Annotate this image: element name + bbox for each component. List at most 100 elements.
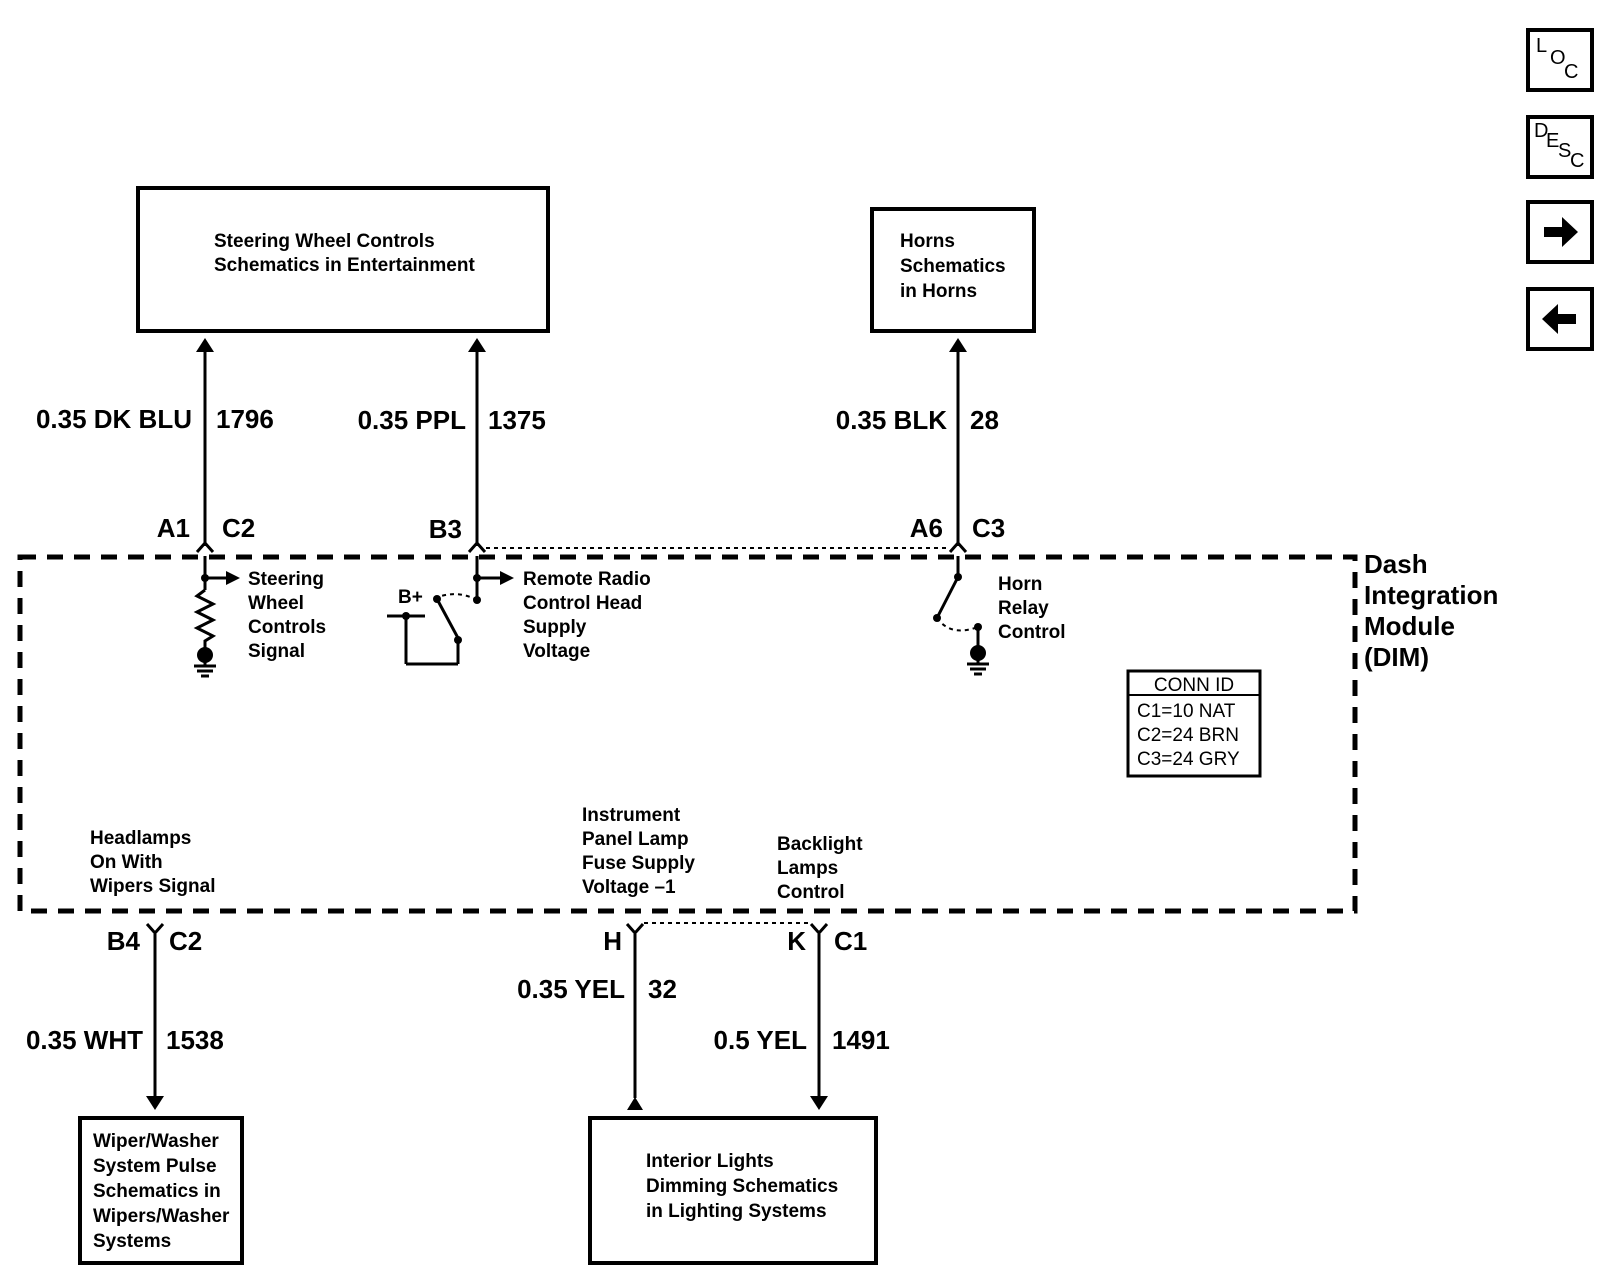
horns-box-line-2: Schematics xyxy=(900,256,1006,277)
connector-k-c1 xyxy=(809,923,829,936)
wire-1538-circuit: 1538 xyxy=(166,1025,224,1055)
backlight-line-1: Backlight xyxy=(777,834,863,855)
steering-box-line-2: Schematics in Entertainment xyxy=(214,255,475,276)
desc-letter-c: C xyxy=(1570,150,1585,172)
radio-line-4: Voltage xyxy=(523,641,590,662)
next-button[interactable] xyxy=(1526,200,1594,264)
dim-name-line-4: (DIM) xyxy=(1364,642,1429,672)
dim-module-outline xyxy=(17,554,1358,914)
wiper-box-line-4: Wipers/Washer xyxy=(93,1206,230,1227)
connector-h xyxy=(625,923,645,936)
dim-name-line-3: Module xyxy=(1364,611,1455,641)
wire-1796-circuit: 1796 xyxy=(216,404,274,434)
bplus-label: B+ xyxy=(398,587,423,608)
wire-1491[interactable] xyxy=(810,934,828,1110)
connector-a6-c3 xyxy=(948,540,968,553)
right-arrow-icon xyxy=(1544,217,1578,247)
wiper-washer-box[interactable]: Wiper/Washer System Pulse Schematics in … xyxy=(78,1116,244,1265)
desc-button[interactable]: D E S C xyxy=(1526,115,1594,179)
pin-h-label: H xyxy=(603,926,622,956)
horn-relay-circuit xyxy=(933,556,989,676)
wire-32-circuit: 32 xyxy=(648,974,677,1004)
pin-c2-bottom-label: C2 xyxy=(169,926,202,956)
steering-signal-line-3: Controls xyxy=(248,617,326,638)
backlight-line-3: Control xyxy=(777,882,845,903)
desc-letter-d: D xyxy=(1534,120,1549,142)
wire-1796-color: 0.35 DK BLU xyxy=(36,404,192,434)
horns-box-line-1: Horns xyxy=(900,231,955,252)
pin-c3-label: C3 xyxy=(972,513,1005,543)
pin-a6-label: A6 xyxy=(910,513,943,543)
wire-1796[interactable] xyxy=(196,338,214,546)
wiper-box-line-1: Wiper/Washer xyxy=(93,1131,219,1152)
connector-b3 xyxy=(467,540,487,553)
wire-32[interactable] xyxy=(627,934,643,1110)
loc-letter-o: O xyxy=(1550,47,1566,69)
wire-1375[interactable] xyxy=(468,338,486,546)
ip-lamp-line-3: Fuse Supply xyxy=(582,853,695,874)
wire-1538[interactable] xyxy=(146,934,164,1110)
backlight-line-2: Lamps xyxy=(777,858,838,879)
steering-signal-circuit xyxy=(193,556,240,678)
dim-name-line-2: Integration xyxy=(1364,580,1498,610)
connector-b4-c2 xyxy=(145,923,165,936)
wire-28-circuit: 28 xyxy=(970,405,999,435)
steering-signal-line-2: Wheel xyxy=(248,593,304,614)
horns-box-line-3: in Horns xyxy=(900,281,977,302)
radio-line-3: Supply xyxy=(523,617,587,638)
headlamps-line-3: Wipers Signal xyxy=(90,876,215,897)
interior-box-line-2: Dimming Schematics xyxy=(646,1176,838,1197)
wire-1491-color: 0.5 YEL xyxy=(714,1025,808,1055)
wire-32-color: 0.35 YEL xyxy=(517,974,625,1004)
radio-line-1: Remote Radio xyxy=(523,569,651,590)
loc-letter-c: C xyxy=(1564,61,1579,83)
radio-line-2: Control Head xyxy=(523,593,642,614)
pin-b4-label: B4 xyxy=(107,926,141,956)
horns-box[interactable]: Horns Schematics in Horns xyxy=(870,207,1036,333)
steering-wheel-controls-box[interactable]: Steering Wheel Controls Schematics in En… xyxy=(136,186,550,333)
ip-lamp-line-4: Voltage –1 xyxy=(582,877,676,898)
conn-id-title: CONN ID xyxy=(1154,675,1234,696)
horn-line-1: Horn xyxy=(998,574,1042,595)
wire-1491-circuit: 1491 xyxy=(832,1025,890,1055)
interior-lights-box[interactable]: Interior Lights Dimming Schematics in Li… xyxy=(588,1116,878,1265)
desc-letter-e: E xyxy=(1546,130,1560,152)
conn-id-row-3: C3=24 GRY xyxy=(1137,749,1240,770)
wire-28-color: 0.35 BLK xyxy=(836,405,947,435)
pin-c2-top-label: C2 xyxy=(222,513,255,543)
conn-id-row-1: C1=10 NAT xyxy=(1137,701,1236,722)
interior-box-line-1: Interior Lights xyxy=(646,1151,774,1172)
pin-a1-label: A1 xyxy=(157,513,190,543)
connector-a1-c2 xyxy=(195,540,215,553)
desc-letter-s: S xyxy=(1558,140,1572,162)
pin-b3-label: B3 xyxy=(429,514,462,544)
prev-button[interactable] xyxy=(1526,287,1594,351)
headlamps-line-1: Headlamps xyxy=(90,828,191,849)
conn-id-row-2: C2=24 BRN xyxy=(1137,725,1239,746)
ip-lamp-line-2: Panel Lamp xyxy=(582,829,689,850)
horn-line-2: Relay xyxy=(998,598,1049,619)
horn-line-3: Control xyxy=(998,622,1066,643)
loc-letter-l: L xyxy=(1536,35,1548,57)
left-arrow-icon xyxy=(1542,304,1576,334)
wire-1375-circuit: 1375 xyxy=(488,405,546,435)
wiper-box-line-3: Schematics in xyxy=(93,1181,221,1202)
radio-supply-circuit xyxy=(387,556,514,666)
pin-c1-label: C1 xyxy=(834,926,867,956)
steering-signal-line-4: Signal xyxy=(248,641,305,662)
interior-box-line-3: in Lighting Systems xyxy=(646,1201,827,1222)
pin-k-label: K xyxy=(787,926,806,956)
conn-id-table: CONN ID C1=10 NAT C2=24 BRN C3=24 GRY xyxy=(1126,669,1262,778)
steering-signal-line-1: Steering xyxy=(248,569,324,590)
wire-28[interactable] xyxy=(949,338,967,546)
wiper-box-line-2: System Pulse xyxy=(93,1156,217,1177)
dim-name-line-1: Dash xyxy=(1364,549,1428,579)
loc-button[interactable]: L O C xyxy=(1526,28,1594,92)
wiper-box-line-5: Systems xyxy=(93,1231,171,1252)
ip-lamp-line-1: Instrument xyxy=(582,805,681,826)
wire-1538-color: 0.35 WHT xyxy=(26,1025,143,1055)
wire-1375-color: 0.35 PPL xyxy=(358,405,467,435)
headlamps-line-2: On With xyxy=(90,852,163,873)
steering-box-line-1: Steering Wheel Controls xyxy=(214,231,435,252)
